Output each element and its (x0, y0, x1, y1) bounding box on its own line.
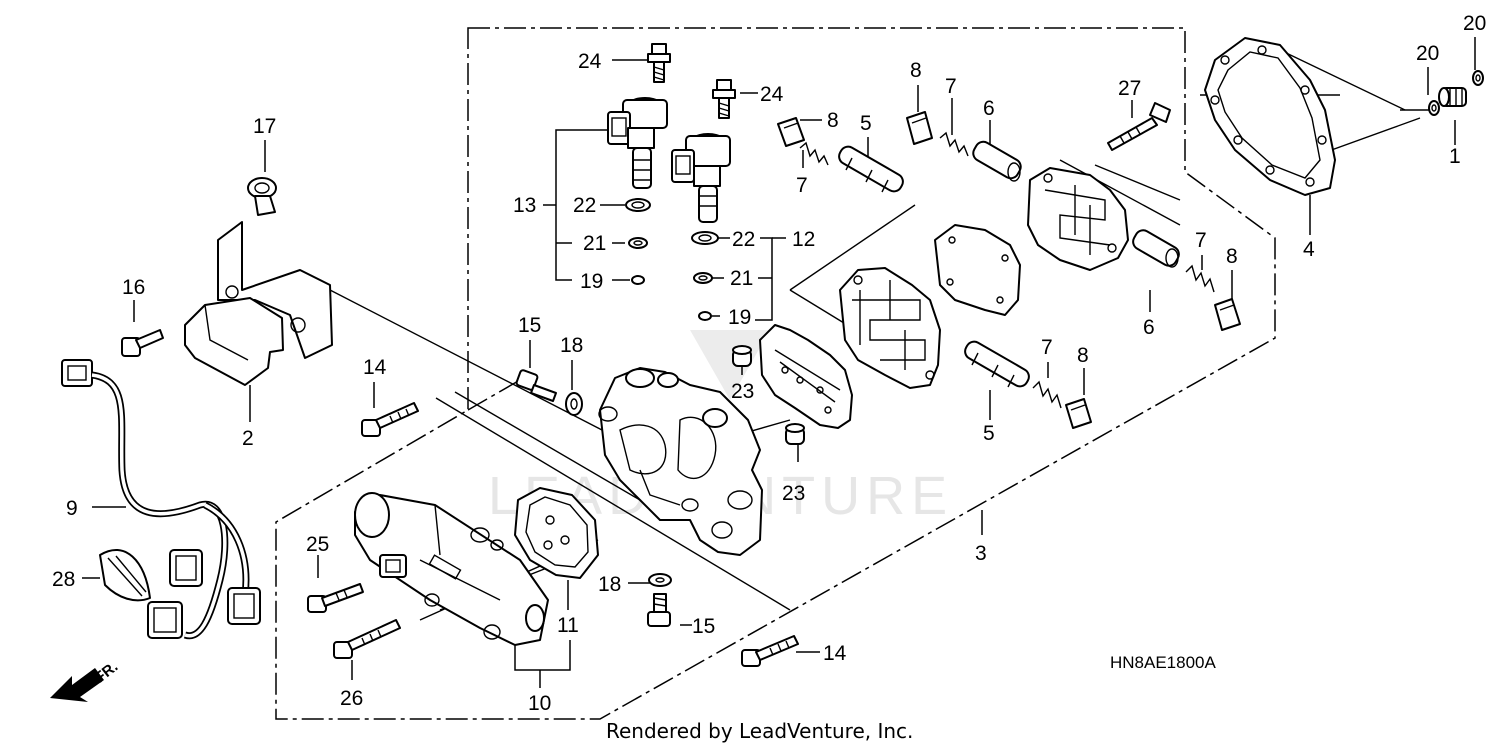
label-19: 19 (580, 270, 603, 293)
label-15: 15 (692, 615, 715, 638)
label-28: 28 (52, 568, 75, 591)
upper-valve-body (839, 267, 941, 389)
label-6: 6 (1143, 316, 1155, 339)
linear-solenoid-10 (354, 492, 549, 646)
valve-body (598, 367, 763, 556)
spring-7-c (1185, 264, 1215, 293)
label-7: 7 (1195, 229, 1207, 252)
label-6: 6 (983, 97, 995, 120)
middle-plate (934, 224, 1021, 316)
label-7: 7 (1041, 336, 1053, 359)
valve-5-a (838, 145, 904, 193)
label-18: 18 (560, 334, 583, 357)
washer-18-a (565, 392, 583, 416)
right-valve-body (1027, 167, 1129, 271)
clip-17 (247, 177, 277, 216)
seal-20-a (1428, 100, 1440, 116)
spring-7-d (1032, 380, 1062, 409)
label-8: 8 (1226, 245, 1238, 268)
label-7: 7 (945, 75, 957, 98)
label-11: 11 (557, 614, 579, 637)
bolt-15-a (515, 369, 557, 402)
clip-8-a (777, 117, 805, 147)
label-21: 21 (583, 232, 606, 255)
label-12: 12 (792, 228, 815, 251)
callout-labels: 1 2 3 4 5 5 6 6 7 7 7 7 8 8 8 8 9 10 11 … (52, 12, 1486, 715)
bolt-15-b (647, 593, 671, 627)
bolt-24-a (647, 43, 671, 83)
front-arrow-icon: FR. (50, 658, 121, 702)
label-3: 3 (975, 542, 987, 565)
label-20: 20 (1463, 12, 1486, 35)
label-2: 2 (242, 427, 254, 450)
label-4: 4 (1303, 238, 1315, 261)
bolt-14-a (361, 402, 419, 437)
gasket-11 (514, 487, 599, 579)
seal-20-b (1472, 70, 1484, 86)
bolt-16 (121, 329, 164, 357)
label-16: 16 (122, 276, 145, 299)
dowel-23-b (785, 423, 805, 445)
label-26: 26 (340, 687, 363, 710)
spring-7-a (799, 141, 829, 166)
render-credit: Rendered by LeadVenture, Inc. (606, 719, 913, 743)
label-23: 23 (731, 380, 754, 403)
o-rings (625, 198, 719, 321)
label-24: 24 (760, 83, 784, 106)
label-8: 8 (827, 109, 839, 132)
bolt-26 (333, 619, 401, 659)
label-22: 22 (732, 228, 755, 251)
bolt-27 (1107, 102, 1171, 151)
valve-6-a (972, 140, 1022, 182)
label-10: 10 (528, 692, 551, 715)
valve-5-b (964, 340, 1030, 388)
label-9: 9 (66, 497, 78, 520)
wire-harness-9 (61, 359, 261, 640)
clip-8-d (1065, 398, 1092, 429)
label-23: 23 (782, 482, 805, 505)
bolt-24-b (712, 79, 736, 119)
cover-2 (184, 221, 333, 386)
bolt-25 (307, 583, 364, 613)
solenoid-13 (607, 97, 668, 189)
label-7: 7 (796, 174, 808, 197)
label-5: 5 (983, 422, 995, 445)
label-14: 14 (823, 642, 847, 665)
gasket-4 (1204, 37, 1336, 196)
separator-plate (759, 324, 853, 429)
label-15: 15 (518, 314, 541, 337)
label-8: 8 (910, 59, 922, 82)
label-21: 21 (730, 267, 753, 290)
label-17: 17 (253, 115, 276, 138)
dowel-23-a (732, 345, 752, 367)
label-19: 19 (728, 306, 751, 329)
bolt-14-b (741, 635, 799, 667)
diagram-code: HN8AE1800A (1110, 653, 1217, 672)
label-18: 18 (598, 573, 621, 596)
label-27: 27 (1118, 77, 1141, 100)
label-1: 1 (1449, 145, 1461, 168)
label-8: 8 (1077, 344, 1089, 367)
label-5: 5 (860, 112, 872, 135)
solenoid-12 (671, 133, 731, 223)
label-25: 25 (306, 533, 329, 556)
label-24: 24 (578, 50, 602, 73)
label-20: 20 (1416, 42, 1439, 65)
label-22: 22 (573, 194, 596, 217)
valve-6-b (1132, 229, 1180, 268)
plug-1 (1438, 87, 1467, 107)
washer-18-b (648, 573, 672, 587)
label-13: 13 (513, 194, 536, 217)
clip-8-c (1214, 298, 1241, 331)
band-28 (99, 549, 151, 602)
label-14: 14 (363, 356, 387, 379)
spring-7-b (939, 131, 969, 157)
clip-8-b (906, 111, 933, 145)
